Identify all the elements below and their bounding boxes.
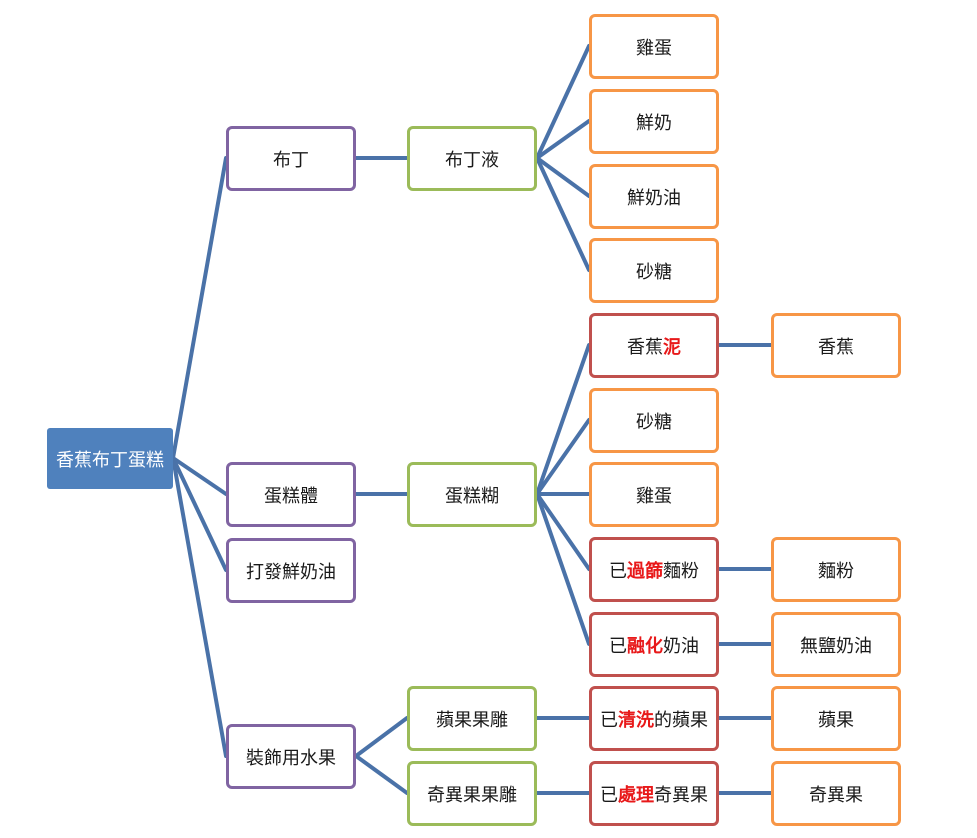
node-whipped-cream: 打發鮮奶油	[226, 538, 356, 603]
source-flour-label: 麵粉	[818, 560, 854, 582]
node-cake-body: 蛋糕體	[226, 462, 356, 527]
pudding-liquid-label: 布丁液	[445, 149, 499, 171]
sifted-flour-highlight: 過篩	[627, 560, 663, 582]
processed-kiwi: 已處理奇異果	[589, 761, 719, 826]
connector-line	[535, 44, 591, 160]
root-node-banana-pudding-cake: 香蕉布丁蛋糕	[47, 428, 173, 489]
node-pudding: 布丁	[226, 126, 356, 191]
sifted-flour-label: 已過篩麵粉	[609, 560, 699, 582]
connector-line	[354, 716, 409, 758]
banana-puree-label: 香蕉泥	[627, 336, 681, 358]
source-unsalted-butter: 無鹽奶油	[771, 612, 901, 677]
ingredient-batter-egg: 雞蛋	[589, 462, 719, 527]
processed-sifted-flour: 已過篩麵粉	[589, 537, 719, 602]
source-banana-label: 香蕉	[818, 336, 854, 358]
cake-body-label: 蛋糕體	[264, 485, 318, 507]
source-apple: 蘋果	[771, 686, 901, 751]
melted-butter-highlight: 融化	[627, 635, 663, 657]
root-label: 香蕉布丁蛋糕	[56, 449, 164, 471]
connector-line	[171, 456, 228, 572]
node-pudding-liquid: 布丁液	[407, 126, 537, 191]
processed-melted-butter: 已融化奶油	[589, 612, 719, 677]
connector-line	[535, 156, 591, 198]
batter-egg-label: 雞蛋	[636, 485, 672, 507]
ingredient-sugar-label: 砂糖	[636, 261, 672, 283]
ingredient-egg: 雞蛋	[589, 14, 719, 79]
source-banana: 香蕉	[771, 313, 901, 378]
kiwi-carving-label: 奇異果果雕	[427, 784, 517, 806]
node-decorative-fruit: 裝飾用水果	[226, 724, 356, 789]
apple-carving-label: 蘋果果雕	[436, 709, 508, 731]
source-flour: 麵粉	[771, 537, 901, 602]
connector-line	[354, 754, 409, 795]
source-kiwi-label: 奇異果	[809, 784, 863, 806]
connector-line	[535, 119, 591, 160]
whipped-cream-label: 打發鮮奶油	[246, 561, 336, 583]
source-unsalted-butter-label: 無鹽奶油	[800, 635, 872, 657]
processed-banana-puree: 香蕉泥	[589, 313, 719, 378]
connector-line	[171, 456, 228, 758]
ingredient-fresh-cream-label: 鮮奶油	[627, 187, 681, 209]
node-apple-carving: 蘋果果雕	[407, 686, 537, 751]
connector-line	[171, 156, 228, 460]
washed-apple-label: 已清洗的蘋果	[600, 709, 708, 731]
processed-kiwi-highlight: 處理	[618, 784, 654, 806]
connector-line	[171, 456, 228, 496]
connector-line	[535, 156, 591, 272]
batter-sugar-label: 砂糖	[636, 411, 672, 433]
cake-batter-label: 蛋糕糊	[445, 485, 499, 507]
source-apple-label: 蘋果	[818, 709, 854, 731]
decorative-fruit-label: 裝飾用水果	[246, 747, 336, 769]
ingredient-fresh-milk-label: 鮮奶	[636, 112, 672, 134]
ingredient-fresh-cream: 鮮奶油	[589, 164, 719, 229]
node-kiwi-carving: 奇異果果雕	[407, 761, 537, 826]
node-cake-batter: 蛋糕糊	[407, 462, 537, 527]
pudding-label: 布丁	[273, 149, 309, 171]
source-kiwi: 奇異果	[771, 761, 901, 826]
ingredient-sugar: 砂糖	[589, 238, 719, 303]
connector-line	[535, 492, 591, 571]
banana-puree-highlight: 泥	[663, 336, 681, 358]
melted-butter-label: 已融化奶油	[609, 635, 699, 657]
washed-apple-highlight: 清洗	[618, 709, 654, 731]
ingredient-egg-label: 雞蛋	[636, 37, 672, 59]
processed-kiwi-label: 已處理奇異果	[600, 784, 708, 806]
processed-washed-apple: 已清洗的蘋果	[589, 686, 719, 751]
connector-line	[535, 418, 591, 496]
connector-line	[535, 492, 591, 646]
ingredient-batter-sugar: 砂糖	[589, 388, 719, 453]
connector-line	[535, 343, 591, 496]
ingredient-fresh-milk: 鮮奶	[589, 89, 719, 154]
